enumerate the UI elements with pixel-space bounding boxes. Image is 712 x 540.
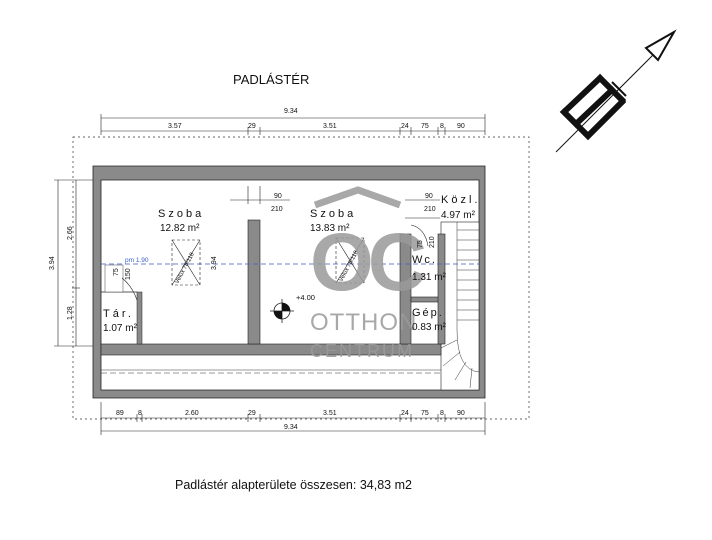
wall-tar bbox=[136, 291, 143, 345]
wc-door-height: 210 bbox=[429, 236, 436, 248]
wall-wc bbox=[399, 233, 412, 345]
area-summary: Padlástér alapterülete összesen: 34,83 m… bbox=[175, 478, 412, 492]
watermark-letters: OC bbox=[310, 217, 425, 308]
top-dimensions bbox=[100, 114, 486, 135]
door2-width: 90 bbox=[425, 193, 433, 200]
room-szoba2-name: Szoba bbox=[310, 208, 356, 220]
door1-width: 90 bbox=[274, 193, 282, 200]
top-dim-7: 90 bbox=[457, 123, 465, 130]
door2-height: 210 bbox=[424, 206, 436, 213]
left-dim-lower: 1.28 bbox=[67, 306, 74, 320]
room-kozl-area: 4.97 m² bbox=[441, 210, 476, 221]
level-label: +4.00 bbox=[296, 293, 315, 302]
velux-label-1: Velux 78/118 bbox=[174, 251, 196, 285]
room-wc-name: Wc. bbox=[412, 254, 437, 266]
left-dim-upper: 2.66 bbox=[67, 226, 74, 240]
room-gep-area: 0.83 m² bbox=[412, 322, 447, 333]
room-szoba1-name: Szoba bbox=[158, 208, 204, 220]
bottom-dim-6: 24 bbox=[401, 410, 409, 417]
left-dim-total: 3.94 bbox=[49, 256, 56, 270]
velux-window-1 bbox=[171, 239, 201, 286]
bottom-dim-5: 3.51 bbox=[323, 410, 337, 417]
room-tar-name: Tár. bbox=[103, 308, 134, 320]
stair-treads bbox=[440, 222, 480, 389]
bottom-dim-3: 2.60 bbox=[185, 410, 199, 417]
left-dimensions bbox=[54, 179, 100, 347]
bottom-dim-1: 89 bbox=[116, 410, 124, 417]
bottom-dim-2: 8 bbox=[138, 410, 142, 417]
plan-title: PADLÁSTÉR bbox=[233, 72, 309, 87]
bottom-dim-total: 9.34 bbox=[284, 424, 298, 431]
tar-door-height: 150 bbox=[125, 268, 132, 280]
top-dim-5: 75 bbox=[421, 123, 429, 130]
tar-door-width: 75 bbox=[113, 268, 120, 276]
wc-door-width: 75 bbox=[417, 240, 424, 248]
room-wc-area: 1.31 m² bbox=[412, 272, 447, 283]
room-tar-area: 1.07 m² bbox=[103, 323, 138, 334]
height-394: 3.94 bbox=[211, 256, 218, 270]
top-dim-2: 29 bbox=[248, 123, 256, 130]
door1-height: 210 bbox=[271, 206, 283, 213]
velux-window-2 bbox=[335, 237, 365, 284]
bottom-dim-4: 29 bbox=[248, 410, 256, 417]
room-szoba1-area: 12.82 m² bbox=[160, 223, 200, 234]
roof-outline bbox=[72, 136, 530, 420]
bottom-dim-9: 90 bbox=[457, 410, 465, 417]
north-arrow-icon bbox=[555, 29, 677, 153]
room-kozl-name: Közl. bbox=[441, 194, 480, 206]
level-marker bbox=[270, 299, 294, 323]
top-dim-total: 9.34 bbox=[284, 108, 298, 115]
top-dim-1: 3.57 bbox=[168, 123, 182, 130]
floor-slab bbox=[100, 343, 442, 356]
top-dim-4: 24 bbox=[401, 123, 409, 130]
watermark-line2: CENTRUM bbox=[310, 341, 414, 361]
door-marks bbox=[121, 186, 440, 301]
watermark-logo: OC OTTHON CENTRUM bbox=[310, 186, 431, 361]
wall-stair bbox=[437, 233, 446, 345]
wall-between-rooms bbox=[247, 219, 261, 345]
stair-area bbox=[440, 221, 480, 391]
room-szoba2-area: 13.83 m² bbox=[310, 223, 350, 234]
top-dim-3: 3.51 bbox=[323, 123, 337, 130]
bottom-dimensions bbox=[100, 402, 486, 435]
room-gep-name: Gép. bbox=[412, 307, 444, 319]
top-dim-6: 8 bbox=[440, 123, 444, 130]
bottom-dim-8: 8 bbox=[440, 410, 444, 417]
pm-label: pm 1.90 bbox=[125, 257, 149, 264]
bottom-dim-7: 75 bbox=[421, 410, 429, 417]
watermark-line1: OTTHON bbox=[310, 309, 417, 336]
